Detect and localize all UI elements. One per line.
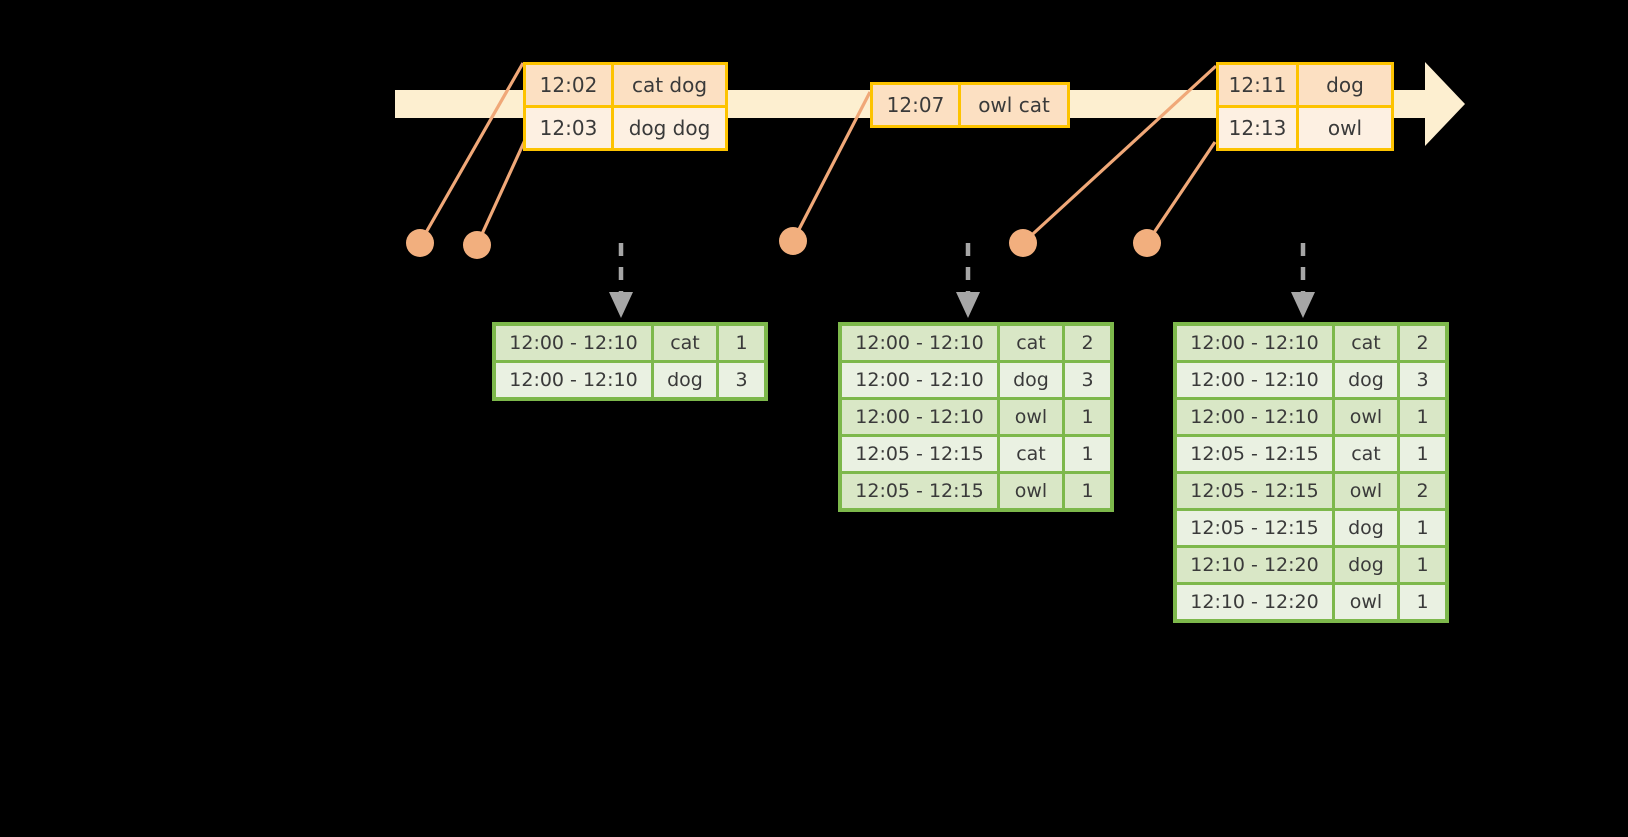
window-cell: 12:05 - 12:15 (1177, 437, 1332, 471)
event-dots (406, 227, 1161, 259)
event-row: 12:07 owl cat (873, 85, 1067, 125)
window-cell: 12:05 - 12:15 (842, 474, 997, 508)
window-cell: 12:00 - 12:10 (1177, 363, 1332, 397)
word-cell: owl (1000, 474, 1062, 508)
event-box-3[interactable]: 12:11 dog 12:13 owl (1216, 62, 1394, 151)
table-row: 12:05 - 12:15 cat 1 (1177, 437, 1445, 471)
table-row: 12:00 - 12:10 dog 3 (842, 363, 1110, 397)
table-row: 12:00 - 12:10 cat 1 (496, 326, 764, 360)
event-row: 12:02 cat dog (526, 65, 725, 105)
word-cell: dog (1335, 363, 1397, 397)
word-cell: cat (1000, 437, 1062, 471)
result-table-2[interactable]: 12:00 - 12:10 cat 2 12:00 - 12:10 dog 3 … (838, 322, 1114, 512)
word-cell: dog (1000, 363, 1062, 397)
table-row: 12:10 - 12:20 owl 1 (1177, 585, 1445, 619)
connector-line-5 (1145, 141, 1217, 244)
event-row: 12:11 dog (1219, 65, 1391, 105)
event-time: 12:11 (1219, 65, 1299, 105)
event-dot-4 (1009, 229, 1037, 257)
count-cell: 3 (1065, 363, 1110, 397)
window-cell: 12:05 - 12:15 (1177, 474, 1332, 508)
emit-arrow-2 (956, 243, 980, 318)
count-cell: 2 (1400, 474, 1445, 508)
table-row: 12:00 - 12:10 owl 1 (1177, 400, 1445, 434)
connector-lines (418, 62, 1218, 246)
event-box-1[interactable]: 12:02 cat dog 12:03 dog dog (523, 62, 728, 151)
count-cell: 1 (1065, 474, 1110, 508)
word-cell: dog (654, 363, 716, 397)
window-cell: 12:00 - 12:10 (1177, 400, 1332, 434)
window-cell: 12:00 - 12:10 (842, 363, 997, 397)
window-cell: 12:00 - 12:10 (496, 363, 651, 397)
table-row: 12:10 - 12:20 dog 1 (1177, 548, 1445, 582)
window-cell: 12:00 - 12:10 (842, 326, 997, 360)
table-row: 12:05 - 12:15 owl 2 (1177, 474, 1445, 508)
window-cell: 12:00 - 12:10 (842, 400, 997, 434)
count-cell: 1 (1400, 548, 1445, 582)
result-table-3[interactable]: 12:00 - 12:10 cat 2 12:00 - 12:10 dog 3 … (1173, 322, 1449, 623)
word-cell: owl (1335, 585, 1397, 619)
event-time: 12:07 (873, 85, 961, 125)
window-cell: 12:10 - 12:20 (1177, 548, 1332, 582)
event-time: 12:13 (1219, 108, 1299, 148)
event-row: 12:13 owl (1219, 105, 1391, 148)
emit-arrows (609, 243, 1315, 318)
count-cell: 1 (719, 326, 764, 360)
count-cell: 1 (1400, 511, 1445, 545)
event-dot-5 (1133, 229, 1161, 257)
count-cell: 3 (719, 363, 764, 397)
event-box-2[interactable]: 12:07 owl cat (870, 82, 1070, 128)
word-cell: cat (1335, 437, 1397, 471)
event-dot-2 (463, 231, 491, 259)
count-cell: 2 (1400, 326, 1445, 360)
result-table-1[interactable]: 12:00 - 12:10 cat 1 12:00 - 12:10 dog 3 (492, 322, 768, 401)
connector-line-3 (791, 91, 872, 242)
table-row: 12:05 - 12:15 cat 1 (842, 437, 1110, 471)
count-cell: 3 (1400, 363, 1445, 397)
table-row: 12:00 - 12:10 cat 2 (1177, 326, 1445, 360)
word-cell: owl (1000, 400, 1062, 434)
emit-arrow-1 (609, 243, 633, 318)
word-cell: dog (1335, 511, 1397, 545)
count-cell: 2 (1065, 326, 1110, 360)
word-cell: dog (1335, 548, 1397, 582)
event-time: 12:03 (526, 108, 614, 148)
window-cell: 12:00 - 12:10 (1177, 326, 1332, 360)
connector-line-2 (475, 139, 527, 246)
window-cell: 12:05 - 12:15 (842, 437, 997, 471)
count-cell: 1 (1065, 437, 1110, 471)
count-cell: 1 (1065, 400, 1110, 434)
word-cell: owl (1335, 400, 1397, 434)
emit-arrow-3 (1291, 243, 1315, 318)
event-words: owl cat (978, 93, 1050, 117)
window-cell: 12:05 - 12:15 (1177, 511, 1332, 545)
word-cell: cat (1335, 326, 1397, 360)
table-row: 12:05 - 12:15 owl 1 (842, 474, 1110, 508)
word-cell: cat (654, 326, 716, 360)
window-cell: 12:10 - 12:20 (1177, 585, 1332, 619)
table-row: 12:00 - 12:10 dog 3 (1177, 363, 1445, 397)
connector-line-1 (418, 62, 525, 244)
table-row: 12:00 - 12:10 cat 2 (842, 326, 1110, 360)
event-words: dog dog (628, 116, 711, 140)
word-cell: owl (1335, 474, 1397, 508)
table-row: 12:00 - 12:10 dog 3 (496, 363, 764, 397)
event-time: 12:02 (526, 65, 614, 105)
table-row: 12:05 - 12:15 dog 1 (1177, 511, 1445, 545)
event-row: 12:03 dog dog (526, 105, 725, 148)
event-words: cat dog (631, 73, 708, 97)
count-cell: 1 (1400, 585, 1445, 619)
window-cell: 12:00 - 12:10 (496, 326, 651, 360)
event-words: owl (1327, 116, 1363, 140)
count-cell: 1 (1400, 400, 1445, 434)
connector-line-4 (1021, 64, 1218, 245)
count-cell: 1 (1400, 437, 1445, 471)
event-dot-3 (779, 227, 807, 255)
event-words: dog (1326, 73, 1364, 97)
event-dot-1 (406, 229, 434, 257)
table-row: 12:00 - 12:10 owl 1 (842, 400, 1110, 434)
word-cell: cat (1000, 326, 1062, 360)
